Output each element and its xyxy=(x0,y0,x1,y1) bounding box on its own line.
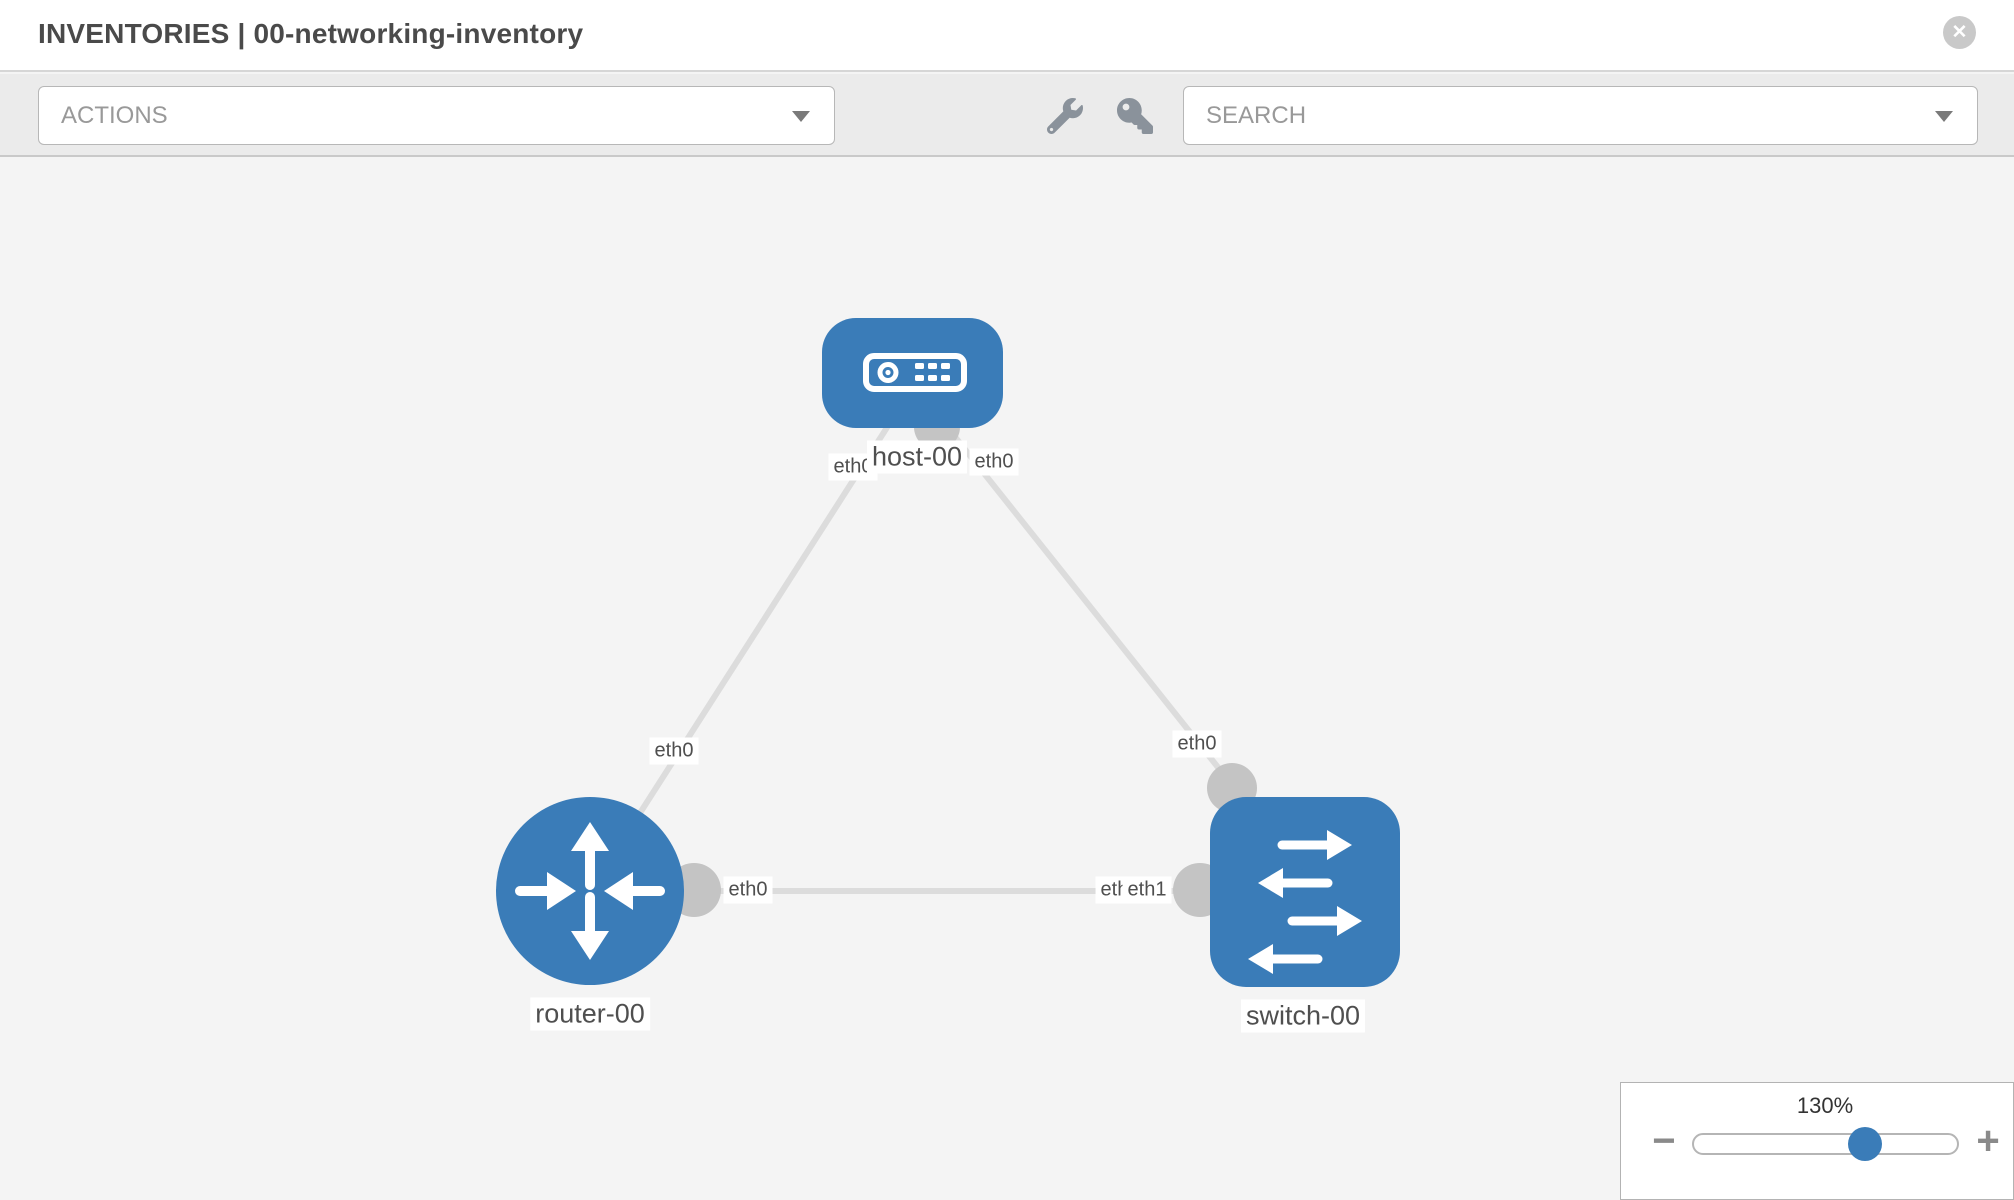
chevron-down-icon xyxy=(792,110,810,122)
search-dropdown[interactable]: SEARCH xyxy=(1183,86,1978,145)
link-lines xyxy=(587,413,1305,894)
iface-label-host-router-router: eth0 xyxy=(649,737,699,765)
close-icon[interactable]: ✕ xyxy=(1943,16,1976,49)
actions-dropdown[interactable]: ACTIONS xyxy=(38,86,835,145)
search-placeholder: SEARCH xyxy=(1206,101,1307,129)
iface-label-host-switch-switch: eth0 xyxy=(1172,730,1222,758)
iface-label-router-switch-switch-over: eth1 xyxy=(1122,876,1172,904)
chevron-down-icon xyxy=(1935,110,1953,122)
port-connectors xyxy=(667,404,1257,917)
node-label-switch-00: switch-00 xyxy=(1240,999,1366,1033)
zoom-out-button[interactable]: − xyxy=(1652,1119,1676,1163)
zoom-level-value: 130% xyxy=(1796,1093,1854,1118)
link-host-router[interactable] xyxy=(587,413,898,893)
router-icon xyxy=(515,822,665,960)
iface-label-router-switch-router: eth0 xyxy=(723,876,773,904)
node-label-router-00: router-00 xyxy=(530,997,650,1031)
node-label-host-00: host-00 xyxy=(866,440,968,474)
actions-dropdown-label: ACTIONS xyxy=(61,101,168,129)
key-icon xyxy=(1117,98,1153,134)
switch-icon xyxy=(1248,830,1362,974)
credentials-key-button[interactable] xyxy=(1117,98,1153,134)
zoom-in-button[interactable]: + xyxy=(1976,1119,2000,1163)
topology-canvas[interactable]: eth0 host-00 eth0 eth0 eth0 eth0 eth0 et… xyxy=(0,157,2014,1200)
zoom-slider-thumb[interactable] xyxy=(1848,1127,1882,1161)
host-icon xyxy=(863,353,967,392)
configure-wrench-button[interactable] xyxy=(1046,98,1083,135)
zoom-slider[interactable] xyxy=(1692,1127,1959,1161)
zoom-control-panel: 130% − + xyxy=(1620,1082,2014,1200)
node-switch-00[interactable] xyxy=(1210,797,1400,987)
window-header: INVENTORIES | 00-networking-inventory ✕ xyxy=(0,0,2014,72)
page-title: INVENTORIES | 00-networking-inventory xyxy=(38,18,584,49)
node-host-00[interactable] xyxy=(822,318,1003,428)
wrench-icon xyxy=(1046,98,1083,135)
node-router-00[interactable] xyxy=(496,797,684,985)
iface-label-host-switch-host: eth0 xyxy=(969,448,1019,476)
toolbar: ACTIONS SEARCH xyxy=(0,74,2014,157)
